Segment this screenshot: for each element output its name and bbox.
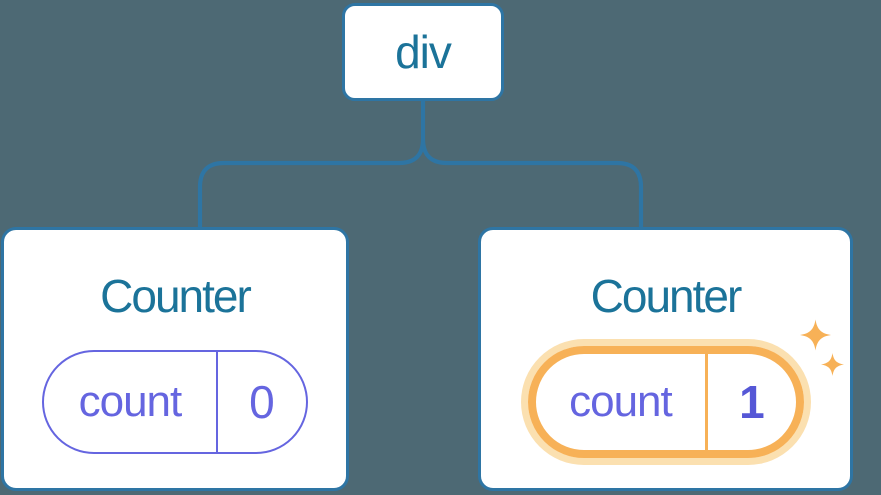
state-key-label: count [78,377,183,426]
connector-left-branch [197,138,426,228]
state-pill-highlighted: count 1 [527,346,804,458]
state-key-label: count [569,377,673,426]
card-title: Counter [590,270,743,322]
counter-card-left: Counter count 0 [1,227,349,491]
root-node-div: div [342,3,504,101]
state-value: 0 [215,352,306,452]
card-title: Counter [100,270,252,322]
state-value: 1 [705,354,795,450]
counter-card-right: Counter count 1 [478,227,853,491]
state-pill: count 0 [42,350,308,454]
root-node-label: div [395,26,452,78]
connector-right-branch [420,138,644,228]
